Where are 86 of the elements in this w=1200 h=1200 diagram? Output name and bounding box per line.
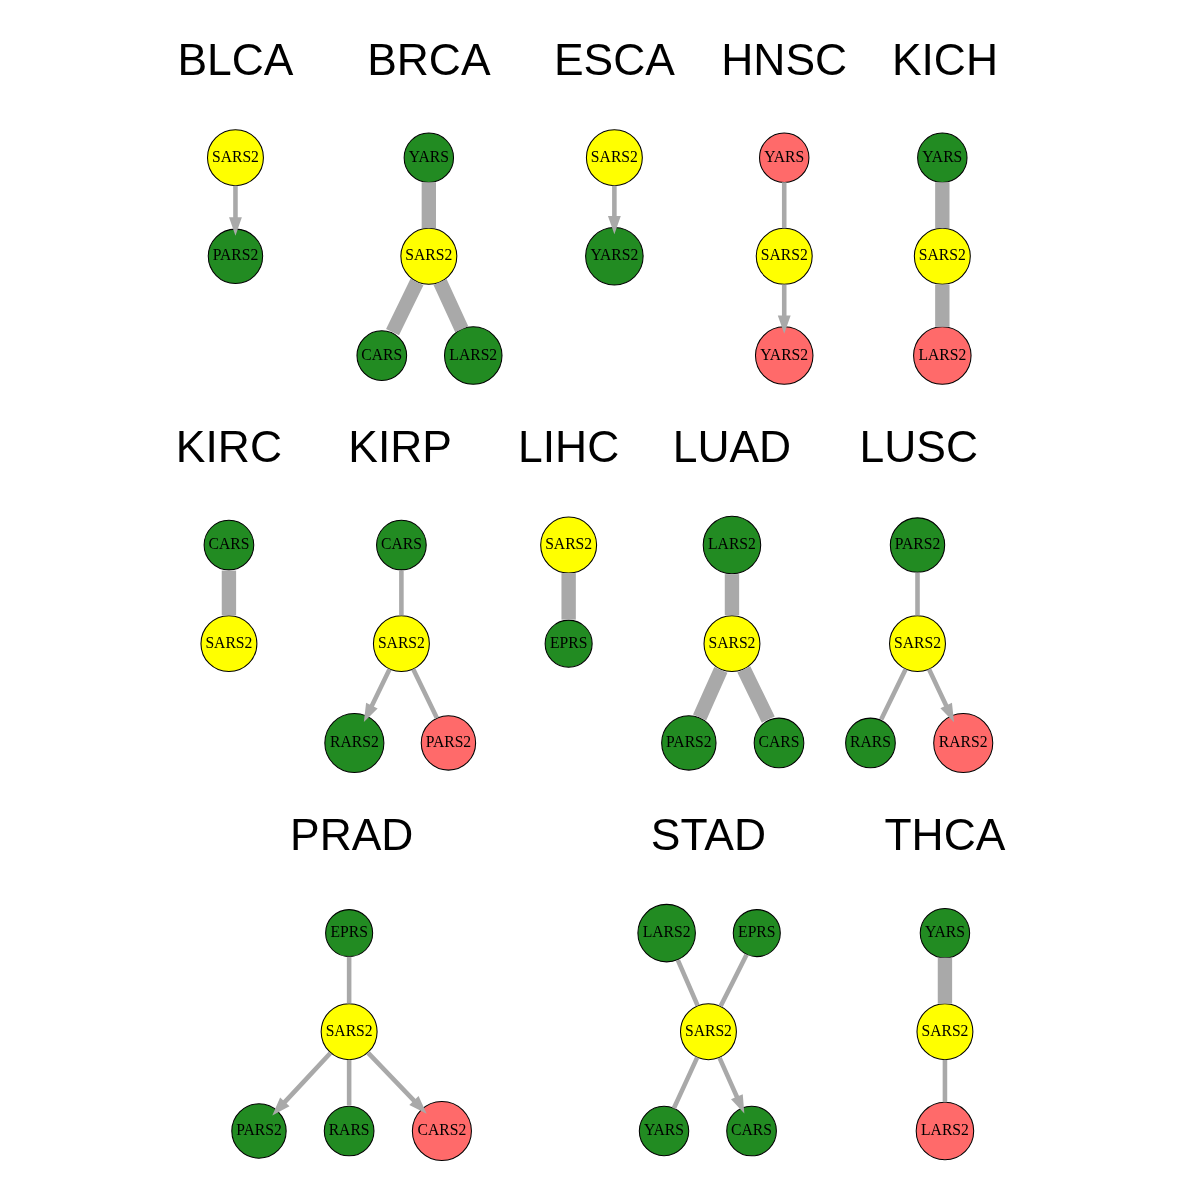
node-circle: PARS2 <box>661 715 717 771</box>
connector <box>221 570 237 616</box>
node-circle: CARS2 <box>411 1100 472 1162</box>
node-circle: CARS <box>376 519 427 571</box>
node-circle: LARS2 <box>637 903 696 963</box>
node-circle: SARS2 <box>206 129 264 187</box>
connector <box>671 1056 700 1110</box>
node-circle: EPRS <box>732 909 781 958</box>
arrow <box>272 1051 333 1116</box>
node-circle: YARS2 <box>585 227 644 286</box>
node-circle: SARS2 <box>320 1003 378 1061</box>
node-circle: RARS2 <box>933 712 994 773</box>
connector <box>693 666 728 721</box>
node-circle: SARS2 <box>703 615 761 673</box>
label: PRAD <box>290 809 414 859</box>
node-circle: LARS2 <box>915 1101 975 1161</box>
connector <box>737 666 775 723</box>
node-circle: RARS <box>845 717 896 769</box>
label: ESCA <box>553 35 675 85</box>
node-circle: EPRS <box>325 909 374 958</box>
connector <box>346 956 352 1004</box>
connector <box>561 573 576 620</box>
connector <box>411 668 439 719</box>
node-circle: SARS2 <box>889 615 946 673</box>
node-circle: YARS <box>759 132 810 183</box>
label: KIRC <box>175 421 282 471</box>
arrow <box>607 185 621 235</box>
connector <box>915 572 920 616</box>
node-circle: CARS <box>356 330 408 381</box>
label: KICH <box>891 35 998 85</box>
arrow <box>363 668 392 723</box>
connector <box>675 959 700 1007</box>
node-circle: SARS2 <box>755 227 813 285</box>
node-circle: PARS2 <box>420 715 477 771</box>
label: LUAD <box>672 421 792 471</box>
connector <box>937 957 953 1004</box>
node-circle: YARS <box>638 1105 690 1157</box>
label: STAD <box>650 809 767 859</box>
connector <box>879 668 908 721</box>
node-circle: YARS <box>403 132 455 183</box>
arrow <box>926 668 954 723</box>
node-circle: YARS <box>917 132 968 183</box>
label: HNSC <box>721 35 848 85</box>
node-circle: PARS2 <box>231 1103 287 1159</box>
node-circle: SARS2 <box>372 615 430 673</box>
node-circle: LARS2 <box>913 326 972 385</box>
connector <box>781 182 787 229</box>
arrow <box>777 284 791 334</box>
connector <box>724 574 740 616</box>
node-circle: SARS2 <box>585 129 643 187</box>
connector <box>935 182 950 229</box>
connector <box>386 278 424 336</box>
node-circle: CARS <box>726 1105 777 1157</box>
connector <box>421 182 437 229</box>
arrow <box>366 1051 427 1114</box>
node-circle: SARS2 <box>679 1003 737 1061</box>
label: KIRP <box>348 421 452 471</box>
node-circle: PARS2 <box>207 228 264 284</box>
label: BRCA <box>367 35 491 85</box>
connector <box>399 570 404 616</box>
node-circle: LARS2 <box>702 515 762 575</box>
node-circle: RARS2 <box>324 712 385 773</box>
node-circle: YARS <box>919 907 971 959</box>
connector <box>718 953 749 1008</box>
connector <box>942 1059 948 1103</box>
node-circle: LARS2 <box>444 326 503 385</box>
node-circle: SARS2 <box>200 615 258 673</box>
label: BLCA <box>177 35 294 85</box>
node-circle: EPRS <box>544 619 593 668</box>
node-circle: SARS2 <box>400 227 458 285</box>
label: LUSC <box>859 421 979 471</box>
node-circle: CARS <box>203 519 255 571</box>
node-circle: YARS2 <box>754 326 814 385</box>
label: LIHC <box>518 421 620 471</box>
arrow <box>229 185 242 236</box>
node-circle: SARS2 <box>540 516 598 574</box>
label: THCA <box>884 809 1006 859</box>
node-circle: SARS2 <box>916 1003 974 1061</box>
node-circle: RARS <box>323 1105 375 1157</box>
connector <box>935 284 950 327</box>
node-circle: PARS2 <box>889 517 946 573</box>
connector <box>346 1059 352 1106</box>
arrow <box>717 1056 745 1114</box>
node-circle: SARS2 <box>913 227 971 285</box>
connector <box>433 279 469 333</box>
node-circle: CARS <box>753 717 805 769</box>
